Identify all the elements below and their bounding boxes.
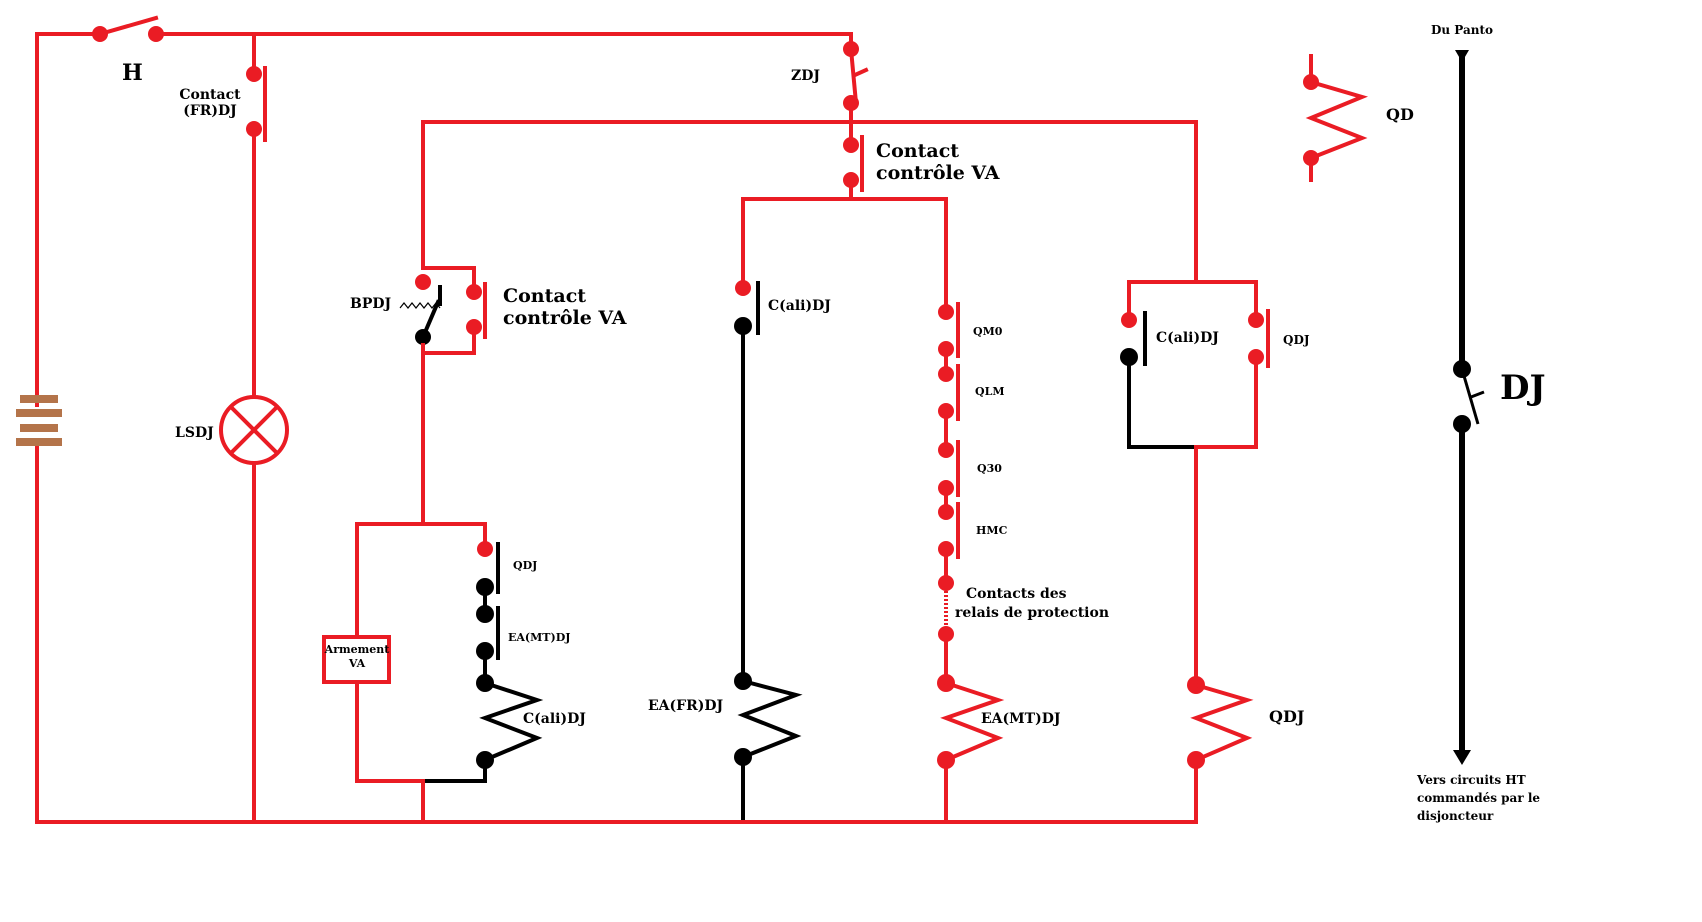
right-loop: C(ali)DJ QDJ QDJ	[1120, 280, 1310, 769]
label-qm0: QM0	[973, 325, 1003, 338]
label-armement-2: VA	[348, 657, 366, 670]
contact-controle-va-top: Contact contrôle VA	[843, 135, 1000, 201]
label-qd: QD	[1386, 105, 1414, 124]
label-bpdj: BPDJ	[350, 296, 392, 312]
label-contact-fr-1: Contact	[179, 87, 241, 103]
bpdj-group: BPDJ Contact contrôle VA	[350, 266, 627, 526]
qd-coil: QD	[1303, 54, 1414, 182]
label-du-panto: Du Panto	[1431, 23, 1493, 37]
branch-lsdj: Contact (FR)DJ	[179, 66, 267, 824]
label-h: H	[122, 60, 143, 86]
label-contact-fr-2: (FR)DJ	[183, 103, 237, 119]
main-bus	[421, 120, 1198, 309]
left-subloop: Armement VA QDJ EA(MT)DJ C(ali)DJ	[322, 522, 586, 824]
label-c-ali-right: C(ali)DJ	[1156, 330, 1219, 346]
switch-h: H	[92, 15, 164, 86]
label-vers-2: commandés par le	[1417, 791, 1540, 805]
label-ea-fr: EA(FR)DJ	[648, 698, 723, 714]
label-ccva-top-2: contrôle VA	[876, 162, 1000, 184]
label-c-ali-left: C(ali)DJ	[523, 711, 586, 727]
label-vers-3: disjoncteur	[1417, 809, 1494, 823]
middle-branch: C(ali)DJ EA(FR)DJ	[648, 280, 831, 820]
battery-icon	[16, 395, 62, 446]
label-qdj-contact-right: QDJ	[1283, 333, 1310, 347]
label-relais-2: relais de protection	[955, 605, 1109, 621]
arrow-down-icon	[1453, 750, 1471, 765]
label-armement-1: Armement	[324, 643, 391, 656]
label-hmc: HMC	[976, 524, 1008, 537]
dj-line: Du Panto DJ Vers circuits HT commandés p…	[1416, 23, 1546, 823]
label-lsdj: LSDJ	[175, 425, 214, 441]
label-qdj-coil-right: QDJ	[1269, 707, 1304, 726]
label-vers-1: Vers circuits HT	[1416, 773, 1526, 787]
label-ccva-left-2: contrôle VA	[503, 307, 627, 329]
label-relais-1: Contacts des	[966, 586, 1067, 602]
label-ccva-left-1: Contact	[503, 285, 586, 307]
label-zdj: ZDJ	[791, 68, 820, 84]
protection-chain: QM0 QLM Q30 HMC Contacts des relais de p…	[937, 302, 1109, 824]
lamp-icon: LSDJ	[175, 395, 289, 465]
label-dj: DJ	[1500, 368, 1546, 408]
label-ccva-top-1: Contact	[876, 140, 959, 162]
switch-zdj: ZDJ	[791, 41, 869, 144]
label-qdj-left: QDJ	[513, 559, 537, 572]
label-c-ali-mid: C(ali)DJ	[768, 298, 831, 314]
label-q30: Q30	[977, 462, 1002, 475]
label-ea-mt-left: EA(MT)DJ	[508, 631, 570, 644]
label-ea-mt-right: EA(MT)DJ	[981, 711, 1061, 727]
label-qlm: QLM	[975, 385, 1005, 398]
